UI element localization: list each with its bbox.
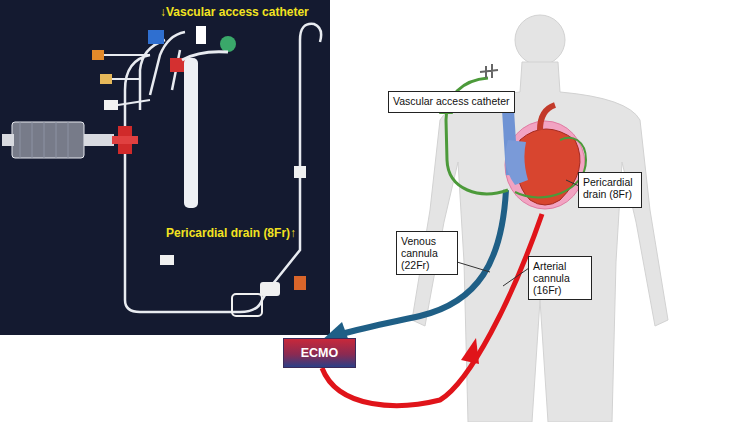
callout-box: Arterial cannula (16Fr) — [528, 256, 592, 300]
photo-background — [0, 0, 330, 335]
leader-line — [503, 268, 529, 286]
callout-text: Vascular access catheter — [393, 95, 510, 107]
stopcock — [112, 136, 138, 144]
pericardial-drain-line — [515, 138, 586, 198]
callout-box: Pericardial drain (8Fr) — [578, 172, 642, 208]
drain-tube — [125, 24, 321, 312]
callout-box: Vascular access catheter — [388, 91, 515, 113]
drain-marker — [160, 255, 174, 265]
catheter-photo — [0, 0, 330, 335]
lumen-hub — [196, 26, 206, 44]
catheter-icon — [480, 64, 498, 78]
callout-text: Arterial cannula (16Fr) — [533, 260, 587, 296]
suture-wing — [220, 36, 236, 52]
callout-box: Venous cannula (22Fr) — [396, 231, 458, 275]
head — [515, 15, 565, 65]
heart — [517, 129, 580, 205]
callout-text: Venous cannula (22Fr) — [401, 235, 453, 271]
catheter-lumen — [104, 55, 150, 105]
aorta — [540, 105, 555, 130]
catheter-body — [184, 58, 198, 208]
drain-clamp — [232, 294, 262, 316]
syringe-barrel — [12, 122, 84, 158]
lumen-cap — [104, 100, 118, 110]
callout-text: Pericardial drain (8Fr) — [583, 176, 637, 200]
device-box: ECMO — [283, 338, 356, 368]
leader-line — [457, 262, 490, 272]
lumen-cap — [100, 74, 112, 84]
syringe-plunger — [2, 134, 14, 146]
device-name: ECMO — [301, 347, 339, 359]
syringe-tip — [84, 134, 114, 146]
syringe-scale — [20, 122, 68, 158]
lumen-clamp — [148, 30, 164, 44]
arterial-cannula — [322, 214, 542, 405]
drain-cap — [294, 276, 306, 290]
pericardium — [505, 121, 585, 209]
right-atrium — [505, 140, 528, 185]
venous-cannula — [342, 190, 506, 334]
flow-arrowhead — [461, 338, 479, 364]
drain-connector — [260, 282, 280, 296]
photo-label: ↓Vascular access catheter — [160, 5, 309, 19]
drain-marker — [294, 166, 306, 178]
photo-label: Pericardial drain (8Fr)↑ — [166, 226, 296, 240]
lumen-cap — [92, 50, 104, 60]
